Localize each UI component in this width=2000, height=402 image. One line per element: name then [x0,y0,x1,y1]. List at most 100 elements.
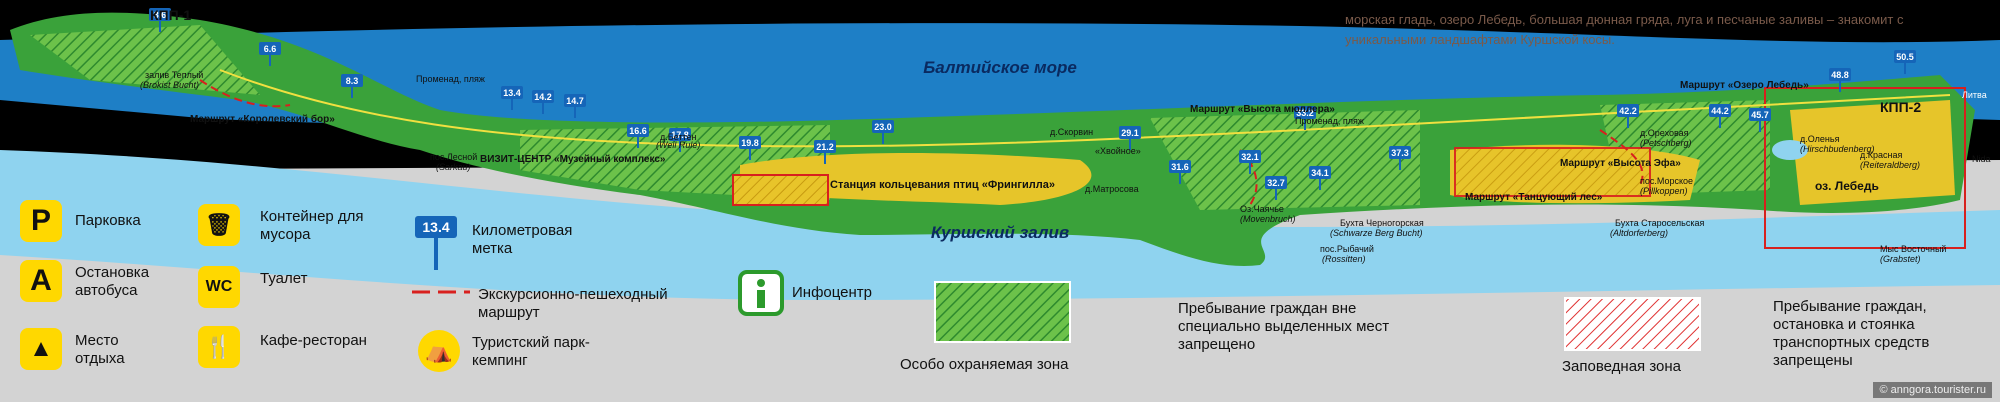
toilet-icon: WC [198,266,240,308]
place-label: д.Красная [1860,150,1902,160]
km-marker-label: 8.3 [346,76,359,86]
legend-reserve-swatch [1564,297,1701,351]
km-marker-label: 3.6 [154,10,167,20]
legend-toilet: Туалет [260,270,308,287]
station-label: Станция кольцевания птиц «Фрингилла» [830,179,1055,191]
place-label: залив Теплый [145,70,203,80]
km-marker: 3.6 [149,8,171,32]
km-marker: 33.2 [1294,106,1316,130]
legend-parking: Парковка [75,212,141,229]
place-sub-label: (Movenbruch) [1240,214,1296,224]
place-sub-label: (Rossitten) [1322,254,1366,264]
place-label: «Хвойное» [1095,146,1141,156]
place-label: Оз.Чаячье [1240,204,1284,214]
km-marker: 34.1 [1309,166,1331,190]
spit-land [10,12,1975,266]
km-marker-label: 19.8 [741,138,759,148]
place-label: пос.Морское [1640,176,1693,186]
legend-bus-stop: Остановка автобуса [75,264,150,299]
place-sub-label: (Reiteraldberg) [1860,160,1920,170]
checkpoint-1-label: КПП-1 [150,7,191,23]
legend-camping: Туристский парк-кемпинг [472,334,590,369]
legend-reserve-note: Пребывание граждан, остановка и стоянка … [1773,298,1930,369]
info-icon-stem [757,290,765,308]
km-marker: 23.0 [872,120,894,144]
place-sub-label: (Pillkoppen) [1640,186,1688,196]
dune-area [1790,100,1955,205]
bus-stop-icon: A [20,260,62,302]
km-marker: 17.8 [669,128,691,152]
place-sub-label: (Hirschbudenberg) [1800,144,1875,154]
km-marker: 32.7 [1265,176,1287,200]
km-marker-label: 14.2 [534,92,552,102]
place-label: Nida [1972,154,1991,164]
place-sub-label: (Sarkau) [436,162,471,172]
visit-center-label: ВИЗИТ-ЦЕНТР «Музейный комплекс» [480,154,666,165]
reserve-zone-area [1454,147,1651,197]
trash-icon: 🗑 [198,204,240,246]
km-marker-label: 33.2 [1296,108,1314,118]
km-marker-label: 6.6 [264,44,277,54]
place-sub-label: (Altdorferberg) [1610,228,1668,238]
km-marker-label: 32.1 [1241,152,1259,162]
place-sub-label: (Grabstet) [1880,254,1921,264]
legend-protected-swatch [934,281,1071,343]
place-label: Бухта Старосельская [1615,218,1704,228]
km-marker: 50.5 [1894,50,1916,74]
place-sub-label: (Brokist Bucht) [140,80,199,90]
legend-cafe: Кафе-ресторан [260,332,367,349]
km-marker: 16.6 [627,124,649,148]
km-marker-label: 21.2 [816,142,834,152]
swan-lake [1772,140,1808,160]
place-label: пос.Рыбачий [1320,244,1374,254]
route-line [1599,129,1644,186]
place-sub-label: (Schwarze Berg Bucht) [1330,228,1423,238]
route-label: Маршрут «Высота Эфа» [1560,157,1681,169]
camping-icon: ⛺ [418,330,460,372]
lagoon-label: Куршский залив [931,223,1069,242]
protected-zone-area [30,25,260,95]
route-label: Маршрут «Высота мюллера» [1190,104,1335,115]
place-label: Бухта Черногорская [1340,218,1424,228]
km-marker: 8.3 [341,74,363,98]
km-marker-label: 17.8 [671,130,689,140]
km-marker: 31.6 [1169,160,1191,184]
km-marker: 42.2 [1617,104,1639,128]
km-marker: 14.2 [532,90,554,114]
intro-text: морская гладь, озеро Лебедь, большая дюн… [1345,12,1904,47]
credit-label: © anngora.tourister.ru [1873,382,1992,398]
place-label: Променад, пляж [1295,116,1364,126]
legend-infocenter: Инфоцентр [792,284,873,301]
legend-trash: Контейнер для мусора [260,208,364,243]
km-marker: 13.4 [501,86,523,110]
place-label: пос.Лесной [430,152,477,162]
km-marker-label: 23.0 [874,122,892,132]
km-marker-label: 13.4 [503,88,521,98]
km-marker-label: 45.7 [1751,110,1769,120]
place-label: д.Оленья [1800,134,1840,144]
reserve-zone-area [732,174,829,206]
km-marker-label: 34.1 [1311,168,1329,178]
rest-place-icon: ▲ [20,328,62,370]
km-marker: 21.2 [814,140,836,164]
place-label: Мыс Восточный [1880,244,1946,254]
checkpoint-2-label: КПП-2 [1880,99,1921,115]
route-label: Маршрут «Танцующий лес» [1465,192,1603,203]
km-marker-label: 42.2 [1619,106,1637,116]
legend-route: Экскурсионно-пешеходный маршрут [478,286,668,321]
km-marker-label: 50.5 [1896,52,1914,62]
km-marker-label: 48.8 [1831,70,1849,80]
place-label: д.Беттен [660,132,697,142]
km-marker: 45.7 [1749,108,1771,132]
km-marker: 32.1 [1239,150,1261,174]
km-marker-label: 37.3 [1391,148,1409,158]
sea-label: Балтийское море [923,58,1077,77]
place-label: д.Ореховая [1640,128,1689,138]
place-label: оз. Лебедь [1815,179,1879,193]
info-icon-dot [757,279,765,287]
place-label: д.Скорвин [1050,127,1093,137]
km-marker: 29.1 [1119,126,1141,150]
route-label: Маршрут «Озеро Лебедь» [1680,79,1809,91]
